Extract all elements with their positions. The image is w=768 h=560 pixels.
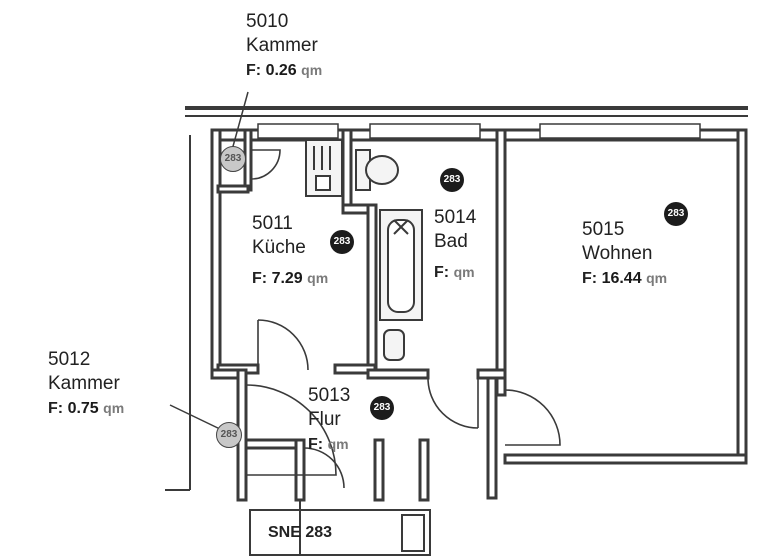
leader-line-5010: [231, 91, 249, 151]
room-number: 5010: [246, 11, 289, 32]
exterior-wall-left: [165, 135, 191, 491]
windows: [257, 123, 701, 139]
stair-shaft: [249, 500, 431, 556]
marker-5012: 283: [216, 422, 242, 448]
room-label-5010: 5010 Kammer F: 0.26 qm: [246, 10, 322, 83]
room-name: Kammer: [246, 35, 318, 56]
room-number: 5014: [434, 207, 477, 228]
toilet-icon: [355, 149, 399, 191]
room-name: Wohnen: [582, 243, 653, 264]
room-area: F: 7.29 qm: [252, 270, 329, 287]
room-area: F: qm: [434, 264, 475, 281]
marker-5010: 283: [220, 146, 246, 172]
room-name: Küche: [252, 237, 306, 258]
room-area: F: 16.44 qm: [582, 270, 668, 287]
leader-line: [169, 404, 223, 431]
washbasin-icon: [383, 329, 405, 361]
room-name: Kammer: [48, 373, 120, 394]
marker-5015: 283: [664, 202, 688, 226]
room-number: 5012: [48, 349, 91, 370]
room-name: Flur: [308, 409, 341, 430]
room-number: 5013: [308, 385, 351, 406]
exterior-wall-top: [185, 106, 748, 117]
bathtub-icon: [379, 209, 423, 321]
marker-5013: 283: [370, 396, 394, 420]
room-area: F: 0.75 qm: [48, 400, 125, 417]
stove-icon: [305, 139, 343, 197]
room-label-5014: 5014 Bad F: qm: [434, 206, 476, 285]
room-label-5012: 5012 Kammer F: 0.75 qm: [48, 348, 124, 421]
apartment-walls: [210, 128, 748, 502]
room-area: F: 0.26 qm: [246, 62, 323, 79]
room-area: F: qm: [308, 436, 349, 453]
marker-5011: 283: [330, 230, 354, 254]
room-label-5011: 5011 Küche F: 7.29 qm: [252, 212, 328, 291]
marker-5014: 283: [440, 168, 464, 192]
room-number: 5015: [582, 219, 625, 240]
room-number: 5011: [252, 213, 293, 234]
stair-label: SNE 283: [268, 524, 333, 541]
room-name: Bad: [434, 231, 468, 252]
room-label-5013: 5013 Flur F: qm: [308, 384, 350, 457]
door-swings: [245, 149, 561, 489]
room-label-5015: 5015 Wohnen F: 16.44 qm: [582, 218, 667, 291]
